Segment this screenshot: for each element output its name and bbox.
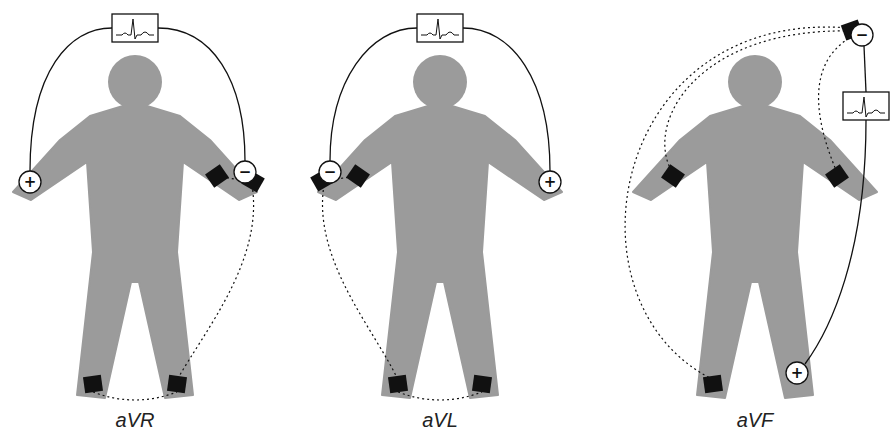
lead-name: aVF xyxy=(737,410,774,430)
electrode-pad xyxy=(205,164,229,187)
dotted-wire xyxy=(398,392,482,400)
averaged-wires xyxy=(93,27,853,400)
electrode-pad xyxy=(661,164,685,187)
electrode-pad xyxy=(703,375,723,393)
lead-name: aVL xyxy=(422,410,458,430)
polarity-sign: + xyxy=(24,175,37,190)
terminal-circle xyxy=(539,171,561,193)
solid-wire xyxy=(330,28,417,161)
dotted-wire xyxy=(322,185,398,380)
electrode-pad xyxy=(83,375,103,393)
solid-wire xyxy=(864,46,866,92)
electrode-pad xyxy=(388,375,408,393)
ecg-monitor xyxy=(417,14,463,42)
lead-name: aVR xyxy=(116,410,155,430)
ecg-monitor xyxy=(112,14,158,42)
dotted-wire xyxy=(625,27,850,378)
electrode-pad xyxy=(167,375,187,393)
terminal-circle xyxy=(319,161,341,183)
ecg-monitor xyxy=(843,92,889,120)
electrode-pad xyxy=(346,164,370,187)
dotted-wire xyxy=(177,185,254,380)
electrode-pad xyxy=(825,164,849,187)
polarity-sign: − xyxy=(856,28,869,43)
polarity-sign: − xyxy=(239,165,252,180)
solid-wire xyxy=(30,28,112,171)
body-silhouette xyxy=(318,55,562,398)
terminal-circle xyxy=(234,161,256,183)
dotted-wire xyxy=(665,31,850,170)
dotted-wire xyxy=(93,392,177,400)
solid-wire xyxy=(805,120,866,364)
electrode-pad xyxy=(472,375,492,393)
polarity-sign: + xyxy=(544,175,557,190)
solid-wire xyxy=(158,28,245,161)
body-silhouette xyxy=(13,55,257,398)
polarity-sign: − xyxy=(324,165,337,180)
lead-wires xyxy=(30,28,866,364)
terminal-circle xyxy=(851,24,873,46)
solid-wire xyxy=(463,28,550,171)
polarity-sign: + xyxy=(791,366,804,381)
terminal-circle xyxy=(19,171,41,193)
terminal-circle xyxy=(786,362,808,384)
